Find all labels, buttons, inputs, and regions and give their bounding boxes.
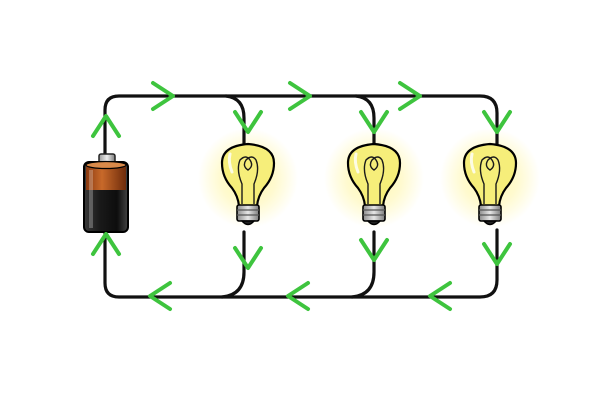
lightbulb-icon [462, 142, 518, 226]
lightbulb-icon [220, 142, 276, 226]
wire-battery-top [103, 94, 499, 160]
current-arrows [91, 81, 512, 311]
wire-branch-2-bottom [350, 230, 376, 299]
chevron-arrow-icon [286, 281, 310, 311]
chevron-arrow-icon [148, 281, 172, 311]
chevron-arrow-icon [482, 242, 512, 266]
chevron-arrow-icon [482, 110, 512, 134]
wires [103, 94, 499, 299]
chevron-arrow-icon [233, 110, 263, 134]
chevron-arrow-icon [359, 110, 389, 134]
wire-branch-2-top [354, 94, 376, 152]
chevron-arrow-icon [233, 246, 263, 270]
chevron-arrow-icon [359, 238, 389, 262]
chevron-arrow-icon [288, 81, 312, 111]
battery-cell-icon [83, 153, 129, 233]
bulbs [220, 142, 518, 226]
chevron-arrow-icon [91, 114, 121, 138]
wire-branch-1-top [224, 94, 246, 152]
chevron-arrow-icon [91, 232, 121, 256]
wire-battery-bottom [103, 228, 499, 299]
chevron-arrow-icon [428, 281, 452, 311]
chevron-arrow-icon [151, 81, 175, 111]
chevron-arrow-icon [398, 81, 422, 111]
wire-branch-1-bottom [220, 230, 246, 299]
lightbulb-icon [346, 142, 402, 226]
